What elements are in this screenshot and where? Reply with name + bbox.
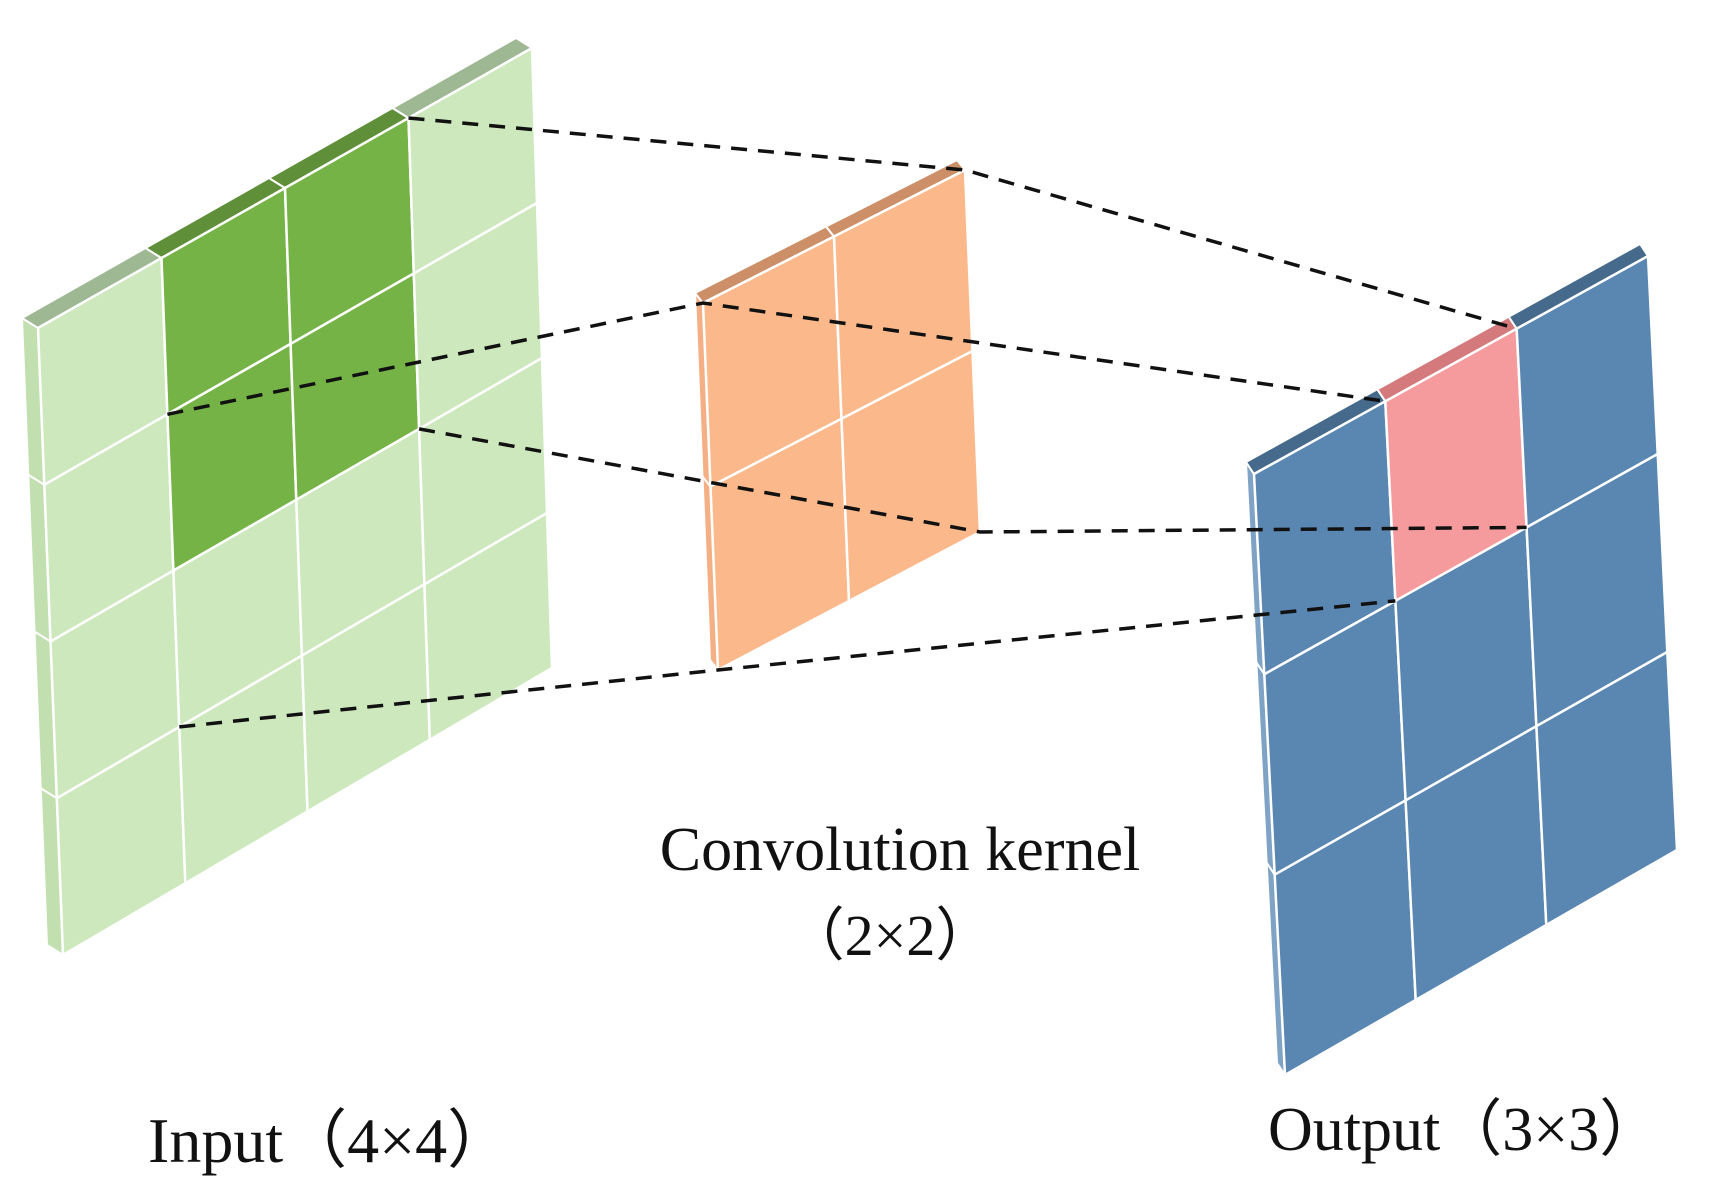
kernel-size-label: （2×2） [787, 903, 994, 968]
kernel-matrix [693, 158, 982, 674]
output-cell [1535, 649, 1679, 928]
output-side-divider [1265, 862, 1276, 876]
input-side-divider [40, 787, 58, 800]
kernel-side-divider [701, 475, 712, 488]
input-side-divider [33, 630, 52, 643]
connector-dashed-line [167, 301, 1386, 417]
kernel-title: Convolution kernel [660, 816, 1140, 884]
input-matrix [20, 36, 554, 958]
connector-dashed-line [418, 427, 1527, 534]
connector-dashed-line [179, 599, 1396, 729]
input-label: Input（4×4） [148, 1105, 511, 1176]
output-label: Output（3×3） [1268, 1096, 1661, 1164]
connector-lines [167, 116, 1527, 729]
input-side-divider [27, 473, 45, 486]
output-matrix [1244, 242, 1679, 1079]
input-cell [423, 510, 554, 742]
